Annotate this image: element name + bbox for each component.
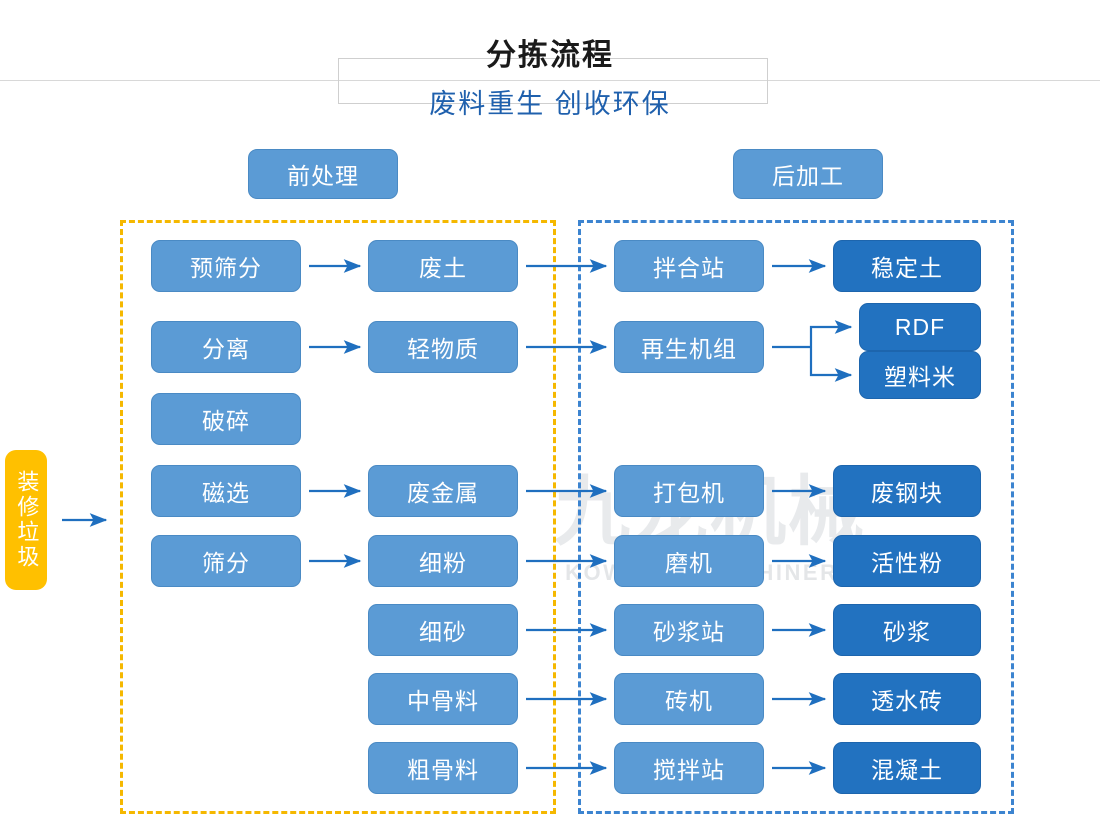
material-node-m6[interactable]: 中骨料 bbox=[368, 673, 518, 725]
product-node-o1[interactable]: 稳定土 bbox=[833, 240, 981, 292]
node-label: 预筛分 bbox=[190, 255, 262, 281]
equipment-node-e7[interactable]: 搅拌站 bbox=[614, 742, 764, 794]
node-label: 活性粉 bbox=[871, 550, 943, 576]
material-node-m2[interactable]: 轻物质 bbox=[368, 321, 518, 373]
node-label: 废钢块 bbox=[871, 480, 943, 506]
material-node-m1[interactable]: 废土 bbox=[368, 240, 518, 292]
node-label: 混凝土 bbox=[871, 757, 943, 783]
product-node-o8[interactable]: 混凝土 bbox=[833, 742, 981, 794]
node-label: 轻物质 bbox=[407, 336, 479, 362]
feed-node-f1[interactable]: 装修垃圾 bbox=[5, 450, 47, 590]
header-divider-line bbox=[0, 80, 1100, 81]
node-label: 筛分 bbox=[202, 550, 250, 576]
equipment-node-e3[interactable]: 打包机 bbox=[614, 465, 764, 517]
product-node-o6[interactable]: 砂浆 bbox=[833, 604, 981, 656]
node-label: 拌合站 bbox=[653, 255, 725, 281]
node-label: 废土 bbox=[419, 255, 467, 281]
process-node-p1[interactable]: 预筛分 bbox=[151, 240, 301, 292]
node-label: 透水砖 bbox=[871, 688, 943, 714]
product-node-o7[interactable]: 透水砖 bbox=[833, 673, 981, 725]
equipment-node-e2[interactable]: 再生机组 bbox=[614, 321, 764, 373]
node-label: 分离 bbox=[202, 336, 250, 362]
equipment-node-e4[interactable]: 磨机 bbox=[614, 535, 764, 587]
process-node-p5[interactable]: 筛分 bbox=[151, 535, 301, 587]
material-node-m7[interactable]: 粗骨料 bbox=[368, 742, 518, 794]
node-label: 再生机组 bbox=[641, 336, 737, 362]
product-node-o3[interactable]: 塑料米 bbox=[859, 351, 981, 399]
node-label: 后加工 bbox=[772, 163, 844, 189]
material-node-m3[interactable]: 废金属 bbox=[368, 465, 518, 517]
node-label: 打包机 bbox=[653, 480, 725, 506]
node-label: 磨机 bbox=[665, 550, 713, 576]
material-node-m5[interactable]: 细砂 bbox=[368, 604, 518, 656]
node-label: 废金属 bbox=[407, 480, 479, 506]
product-node-o5[interactable]: 活性粉 bbox=[833, 535, 981, 587]
zone_headers-node-zh2[interactable]: 后加工 bbox=[733, 149, 883, 199]
material-node-m4[interactable]: 细粉 bbox=[368, 535, 518, 587]
header-frame bbox=[338, 58, 768, 104]
equipment-node-e1[interactable]: 拌合站 bbox=[614, 240, 764, 292]
product-node-o2[interactable]: RDF bbox=[859, 303, 981, 351]
node-label: 装修垃圾 bbox=[14, 470, 40, 570]
process-node-p4[interactable]: 磁选 bbox=[151, 465, 301, 517]
node-label: 磁选 bbox=[202, 480, 250, 506]
process-node-p2[interactable]: 分离 bbox=[151, 321, 301, 373]
equipment-node-e6[interactable]: 砖机 bbox=[614, 673, 764, 725]
node-label: 稳定土 bbox=[871, 255, 943, 281]
page-subtitle: 废料重生 创收环保 bbox=[429, 89, 671, 119]
product-node-o4[interactable]: 废钢块 bbox=[833, 465, 981, 517]
node-label: 细粉 bbox=[419, 550, 467, 576]
zone_headers-node-zh1[interactable]: 前处理 bbox=[248, 149, 398, 199]
node-label: 破碎 bbox=[202, 408, 250, 434]
node-label: 粗骨料 bbox=[407, 757, 479, 783]
equipment-node-e5[interactable]: 砂浆站 bbox=[614, 604, 764, 656]
node-label: 砂浆 bbox=[883, 619, 931, 645]
node-label: 中骨料 bbox=[407, 688, 479, 714]
node-label: 细砂 bbox=[419, 619, 467, 645]
page-title: 分拣流程 bbox=[486, 39, 614, 72]
process-node-p3[interactable]: 破碎 bbox=[151, 393, 301, 445]
node-label: RDF bbox=[894, 313, 946, 340]
node-label: 砂浆站 bbox=[653, 619, 725, 645]
node-label: 搅拌站 bbox=[653, 757, 725, 783]
node-label: 砖机 bbox=[665, 688, 713, 714]
node-label: 塑料米 bbox=[884, 364, 956, 390]
node-label: 前处理 bbox=[287, 163, 359, 189]
